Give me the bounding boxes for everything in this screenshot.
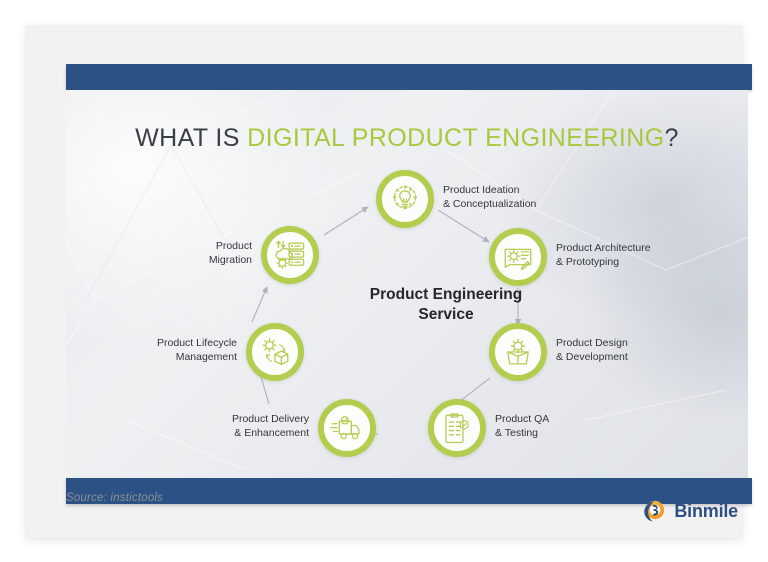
node-architecture-label: Product Architecture & Prototyping (556, 242, 651, 269)
bottom-blue-bar (66, 478, 752, 504)
node-ideation-circle[interactable] (376, 170, 434, 228)
center-label: Product Engineering Service (369, 286, 523, 324)
node-migration-label: Product Migration (208, 240, 252, 267)
checklist-icon (445, 413, 469, 444)
title-trail: ? (664, 124, 679, 152)
binmile-logo-icon (644, 500, 665, 522)
top-blue-bar (66, 64, 752, 90)
lightbulb-gear-icon (392, 185, 418, 210)
box-gear-icon (507, 338, 529, 365)
node-design-label: Product Design & Development (556, 337, 628, 364)
gear-box-cycle-icon (262, 338, 289, 365)
node-design-circle[interactable] (489, 323, 547, 381)
node-delivery-circle[interactable] (318, 399, 376, 457)
node-qa-circle[interactable] (428, 399, 486, 457)
node-lifecycle-circle[interactable] (246, 323, 304, 381)
node-architecture-circle[interactable] (489, 228, 547, 286)
node-lifecycle-label: Product Lifecycle Management (157, 337, 237, 364)
brand-name: Binmile (674, 500, 738, 521)
blueprint-pencil-icon (504, 248, 532, 270)
node-migration-circle[interactable] (261, 226, 319, 284)
delivery-truck-icon (330, 416, 360, 440)
server-cloud-icon (275, 240, 305, 269)
title-lead: WHAT IS (135, 124, 248, 152)
brand-logo: Binmile (641, 498, 738, 524)
page-title: WHAT IS DIGITAL PRODUCT ENGINEERING? (66, 124, 748, 153)
source-caption: Source: instictools (66, 492, 164, 504)
slide-card: WHAT IS DIGITAL PRODUCT ENGINEERING? Pro… (26, 26, 752, 538)
background-line-pattern (66, 90, 748, 471)
node-ideation-label: Product Ideation & Conceptualization (443, 184, 537, 211)
node-delivery-label: Product Delivery & Enhancement (231, 413, 309, 440)
infographic-panel: WHAT IS DIGITAL PRODUCT ENGINEERING? Pro… (66, 90, 748, 478)
node-qa-label: Product QA & Testing (495, 413, 550, 440)
title-highlight: DIGITAL PRODUCT ENGINEERING (247, 124, 665, 152)
